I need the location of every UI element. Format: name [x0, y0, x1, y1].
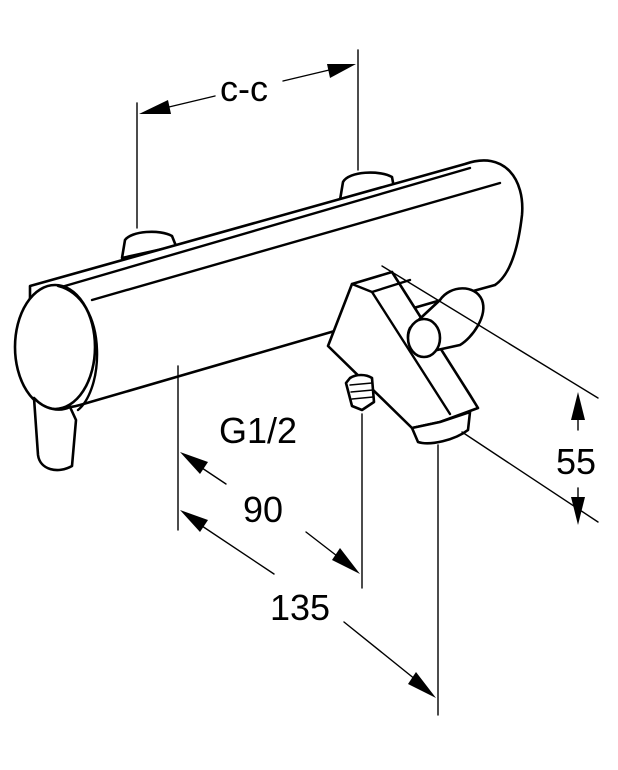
dim-135: 135	[180, 444, 439, 716]
temperature-lever	[32, 396, 78, 472]
diverter-assembly	[326, 270, 485, 445]
g12-inlet-thread	[344, 373, 376, 412]
thread-label: G1/2	[219, 410, 297, 451]
dim-55-arrow-down	[571, 497, 585, 525]
dim-90-arrow-right	[332, 548, 360, 574]
dim-90-label: 90	[243, 489, 283, 530]
dim-90-arrow-left	[180, 452, 208, 474]
dim-55-label: 55	[556, 441, 596, 482]
diverter-knob-cap	[406, 317, 442, 359]
spout-outlet	[410, 410, 472, 445]
dim-135-label: 135	[270, 587, 330, 628]
rear-left-stud	[120, 230, 178, 260]
dim-135-arrow-right	[408, 672, 436, 698]
rear-right-stud	[338, 171, 396, 202]
dim-90: 90	[177, 365, 363, 589]
cc-dimension: c-c	[136, 49, 359, 229]
dim-55-arrow-up	[571, 392, 585, 420]
mixer-body	[13, 159, 524, 472]
dim-135-arrow-left	[180, 510, 208, 532]
mounting-studs	[120, 171, 396, 260]
cc-arrow-left	[139, 100, 171, 114]
cc-label: c-c	[220, 68, 268, 109]
dim-55: 55	[381, 265, 599, 525]
cc-arrow-right	[327, 64, 356, 78]
